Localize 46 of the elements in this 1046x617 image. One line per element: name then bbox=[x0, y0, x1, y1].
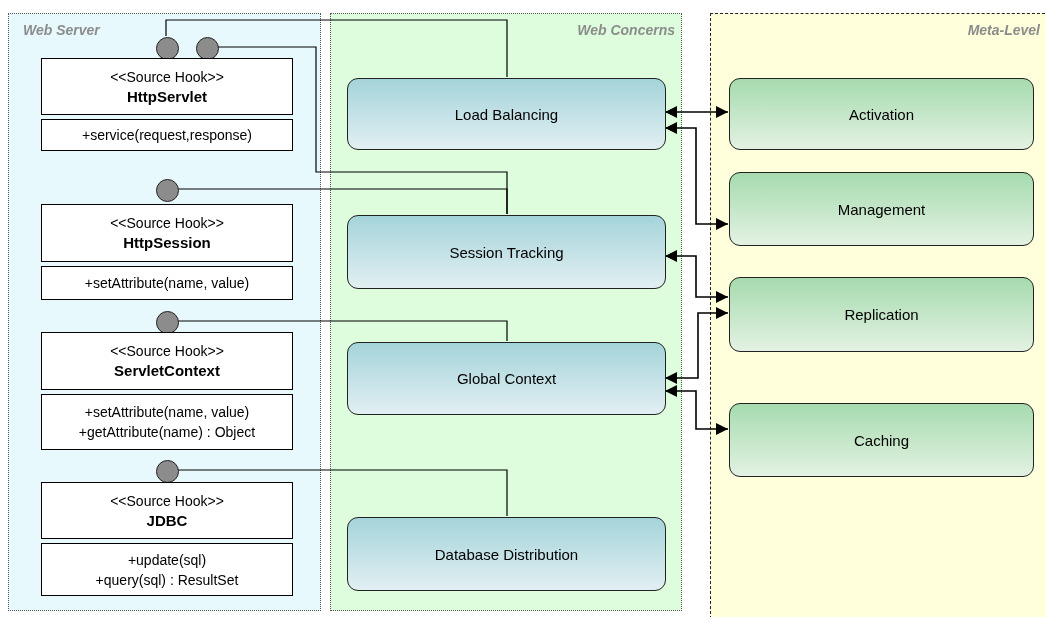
arrow bbox=[664, 122, 729, 230]
uml-class bbox=[41, 332, 293, 450]
interface-circle bbox=[156, 37, 179, 60]
arrow bbox=[664, 250, 729, 303]
uml-class bbox=[41, 58, 293, 151]
uml-class bbox=[41, 204, 293, 300]
class-name: HttpServlet bbox=[127, 86, 207, 107]
connector-line bbox=[177, 188, 508, 215]
method-text: +getAttribute(name) : Object bbox=[78, 423, 256, 442]
method-text: +setAttribute(name, value) bbox=[84, 274, 250, 293]
stereotype-text: <<Source Hook>> bbox=[110, 214, 224, 233]
concern-box: Session Tracking bbox=[347, 215, 666, 289]
uml-class bbox=[41, 482, 293, 596]
meta-level-box: Management bbox=[729, 172, 1034, 246]
class-name: HttpSession bbox=[123, 233, 211, 253]
concern-box: Global Context bbox=[347, 342, 666, 415]
region-panel bbox=[8, 13, 321, 611]
class-name: ServletContext bbox=[114, 361, 220, 381]
connector-line bbox=[177, 469, 508, 517]
region-panel bbox=[710, 13, 1046, 617]
panel-title: Meta-Level bbox=[967, 22, 1040, 38]
panel-title: Web Concerns bbox=[577, 22, 675, 38]
method-text: +update(sql) bbox=[127, 550, 207, 570]
connector-line bbox=[177, 320, 508, 342]
region-panel bbox=[330, 13, 682, 611]
interface-circle bbox=[156, 460, 179, 483]
meta-level-box: Activation bbox=[729, 78, 1034, 150]
interface-circle bbox=[156, 311, 179, 334]
concern-box: Database Distribution bbox=[347, 517, 666, 591]
method-text: +setAttribute(name, value) bbox=[84, 403, 250, 422]
method-text: +query(sql) : ResultSet bbox=[95, 570, 239, 590]
class-name: JDBC bbox=[146, 510, 188, 531]
meta-level-box: Replication bbox=[729, 277, 1034, 352]
panel-title: Web Server bbox=[23, 22, 100, 38]
arrow bbox=[664, 385, 729, 435]
method-text: +service(request,response) bbox=[82, 126, 252, 145]
arrow bbox=[664, 307, 729, 384]
interface-circle bbox=[156, 179, 179, 202]
concern-box: Load Balancing bbox=[347, 78, 666, 150]
meta-level-box: Caching bbox=[729, 403, 1034, 477]
stereotype-text: <<Source Hook>> bbox=[110, 67, 224, 87]
arrow bbox=[664, 106, 729, 118]
stereotype-text: <<Source Hook>> bbox=[110, 342, 224, 361]
interface-circle bbox=[196, 37, 219, 60]
stereotype-text: <<Source Hook>> bbox=[110, 491, 224, 511]
connector-line bbox=[165, 19, 508, 78]
